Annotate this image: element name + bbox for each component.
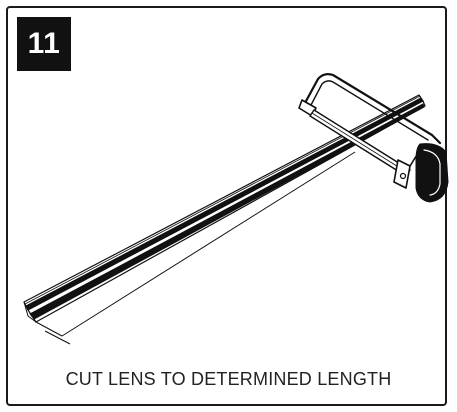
step-number-badge: 11 [17,17,71,71]
step-instruction-text: CUT LENS TO DETERMINED LENGTH [65,369,392,389]
lens-strip-icon [23,94,426,345]
hacksaw-icon [298,73,449,203]
